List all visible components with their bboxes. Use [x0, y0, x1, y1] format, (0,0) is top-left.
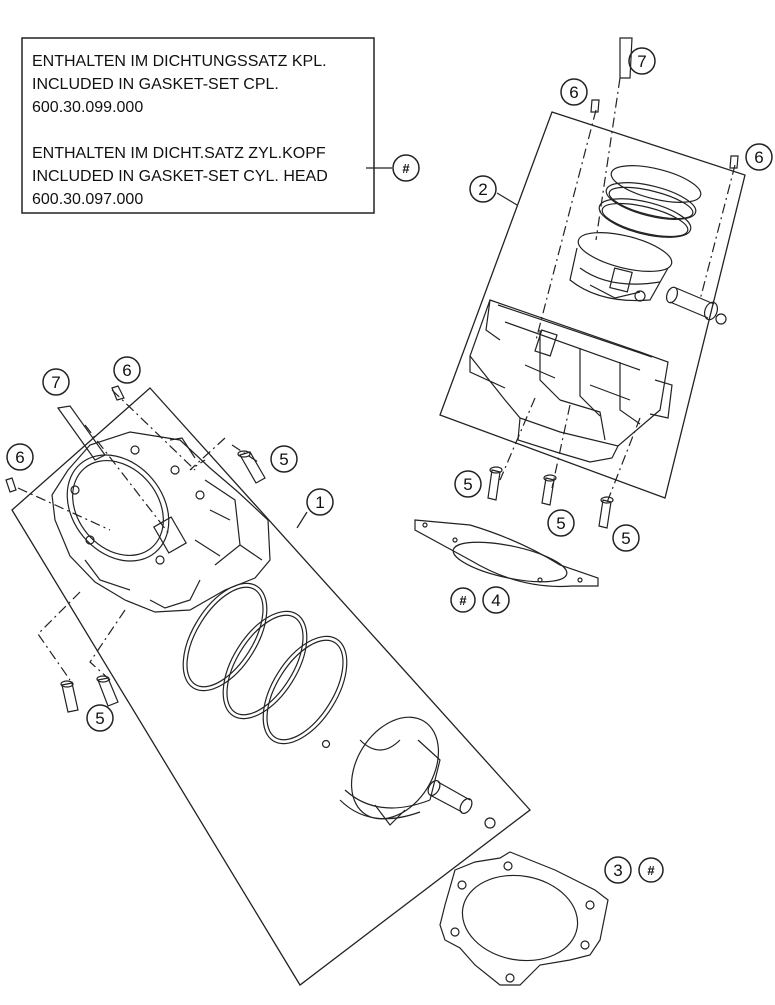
callout-5-mid-a[interactable]: 5	[454, 470, 482, 498]
callout-3-hash[interactable]: #	[638, 857, 664, 883]
note-line-6: 600.30.097.000	[32, 191, 143, 208]
svg-text:7: 7	[637, 52, 646, 71]
callout-5-left-top[interactable]: 5	[270, 445, 298, 473]
svg-text:#: #	[647, 863, 655, 878]
note-line-5: INCLUDED IN GASKET-SET CYL. HEAD	[32, 168, 328, 185]
note-line-3: 600.30.099.000	[32, 99, 143, 116]
callout-6-right[interactable]: 6	[745, 143, 773, 171]
svg-text:5: 5	[621, 529, 630, 548]
svg-text:5: 5	[279, 450, 288, 469]
svg-text:6: 6	[15, 448, 24, 467]
callout-5-mid-b[interactable]: 5	[547, 509, 575, 537]
svg-text:6: 6	[754, 148, 763, 167]
callout-6-top[interactable]: 6	[560, 78, 588, 106]
callout-5-bottom-left[interactable]: 5	[86, 704, 114, 732]
callout-7-top[interactable]: 7	[628, 47, 656, 75]
callout-3[interactable]: 3	[604, 856, 632, 884]
lower-assembly	[5, 385, 609, 986]
svg-text:5: 5	[463, 475, 472, 494]
svg-text:6: 6	[569, 83, 578, 102]
callout-2[interactable]: 2	[469, 175, 497, 203]
callouts: 7 6 6 2 7 6 6 5	[6, 47, 773, 884]
callout-5-mid-c[interactable]: 5	[612, 524, 640, 552]
svg-text:3: 3	[613, 861, 622, 880]
callout-6-left[interactable]: 6	[6, 443, 34, 471]
svg-text:5: 5	[95, 709, 104, 728]
svg-text:5: 5	[556, 514, 565, 533]
upper-assembly	[414, 37, 746, 588]
legend-note: ENTHALTEN IM DICHTUNGSSATZ KPL. INCLUDED…	[21, 37, 420, 214]
svg-text:2: 2	[478, 180, 487, 199]
note-line-4: ENTHALTEN IM DICHT.SATZ ZYL.KOPF	[32, 145, 326, 162]
callout-1[interactable]: 1	[306, 488, 334, 516]
note-line-1: ENTHALTEN IM DICHTUNGSSATZ KPL.	[32, 53, 327, 70]
callout-6-left-top[interactable]: 6	[113, 356, 141, 384]
callout-7-left[interactable]: 7	[42, 368, 70, 396]
note-hash-symbol: #	[402, 161, 410, 176]
note-line-2: INCLUDED IN GASKET-SET CPL.	[32, 76, 279, 93]
svg-text:4: 4	[491, 591, 500, 610]
svg-text:6: 6	[122, 361, 131, 380]
svg-text:7: 7	[51, 373, 60, 392]
callout-4-hash[interactable]: #	[450, 587, 476, 613]
svg-text:#: #	[459, 593, 467, 608]
svg-text:1: 1	[315, 493, 324, 512]
callout-4[interactable]: 4	[482, 586, 510, 614]
